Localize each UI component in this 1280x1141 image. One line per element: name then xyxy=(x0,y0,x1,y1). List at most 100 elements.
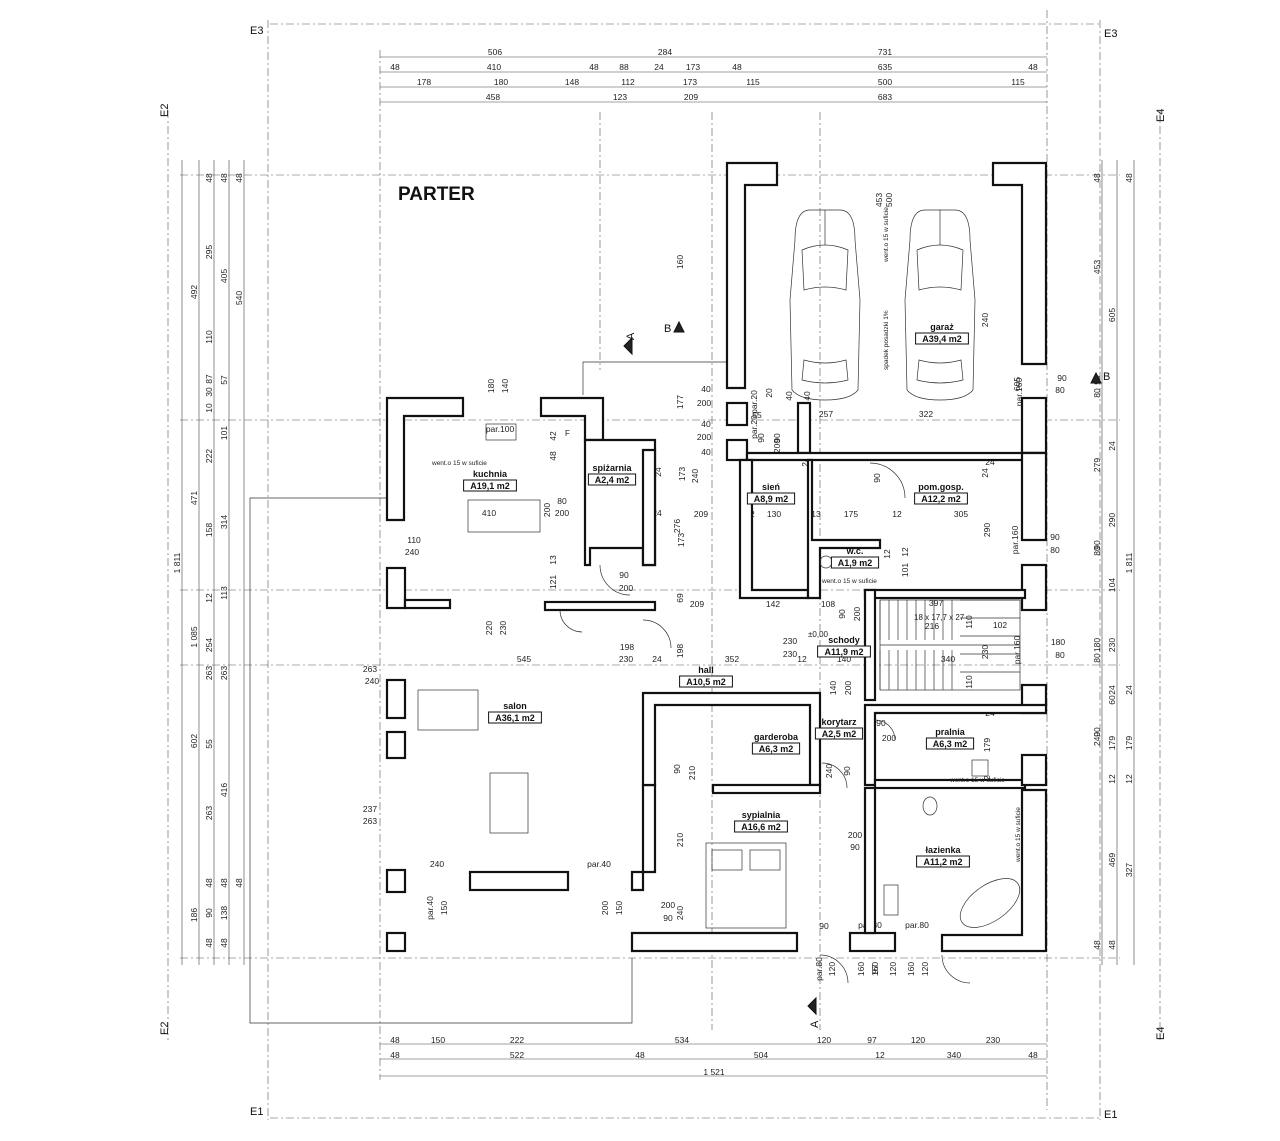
staircase xyxy=(879,599,1021,691)
dimension-label: 90 xyxy=(204,908,214,918)
dimension-label: 160 xyxy=(675,255,685,269)
dimension-label: 504 xyxy=(754,1050,768,1060)
dimension-label: 48 xyxy=(234,878,244,888)
dimension-label: 257 xyxy=(819,409,833,419)
laundry-sink-icon xyxy=(971,759,989,777)
dimension-label: 90 xyxy=(1057,373,1067,383)
salon-sofa-icon xyxy=(417,689,479,731)
axis-label-e3-left: E3 xyxy=(250,25,263,37)
axis-lines xyxy=(167,10,1161,1120)
dimension-label: 10 xyxy=(204,403,214,413)
dimension-label: 48 xyxy=(732,62,742,72)
dimension-label: 24 xyxy=(654,62,664,72)
dimension-label: 48 xyxy=(390,62,400,72)
door-swings xyxy=(559,462,971,984)
dimension-label: 458 xyxy=(486,92,500,102)
room-name: pom.gosp. xyxy=(918,482,964,492)
note-went-garage: went.o 15 w suficie xyxy=(883,207,890,263)
dimension-label: 101 xyxy=(219,426,229,440)
dimension-label: 1 085 xyxy=(189,626,199,648)
dimension-label: 209 xyxy=(694,509,708,519)
dimension-label: par.100 xyxy=(486,424,515,434)
dimension-label: 24 xyxy=(652,508,662,518)
car-left-drawing xyxy=(789,209,861,401)
wall-pillar-b xyxy=(725,438,749,462)
dimension-label: 120 xyxy=(827,962,837,976)
dimension-label: 469 xyxy=(1107,853,1117,867)
walls xyxy=(385,161,1048,953)
room-name: schody xyxy=(828,635,860,645)
dimension-label: 173 xyxy=(677,467,687,481)
note-went-bath: went.o 15 w suficie xyxy=(1015,807,1022,863)
section-b-left-arrow-icon xyxy=(673,320,685,333)
dimension-label: 48 xyxy=(1107,940,1117,950)
dimension-label: 55 xyxy=(204,739,214,749)
dimension-label: 200 xyxy=(661,900,675,910)
wall-bath-east xyxy=(940,788,1048,953)
dimension-label: 200 xyxy=(848,830,862,840)
dimension-label: 110 xyxy=(964,615,974,629)
wall-kitchen-north-west xyxy=(385,396,465,522)
plan-title: PARTER xyxy=(398,184,475,205)
entry-outline xyxy=(582,361,727,395)
dimension-label: 216 xyxy=(925,621,939,631)
axis-label-e4-top: E4 xyxy=(1155,109,1167,122)
dimension-label: 1 811 xyxy=(1124,552,1134,573)
dimension-label: 90 xyxy=(872,473,882,483)
note-f: F xyxy=(565,429,570,438)
room-name: pralnia xyxy=(935,727,966,737)
section-b-left-label: B xyxy=(664,323,671,335)
dimension-label: 48 xyxy=(589,62,599,72)
dimension-label: 120 xyxy=(817,1035,831,1045)
dimension-label: 48 xyxy=(204,878,214,888)
dimension-label: 12 xyxy=(1107,774,1117,784)
dimension-label: 12 xyxy=(797,654,807,664)
dimension-label: 327 xyxy=(1124,863,1134,877)
room-area-box xyxy=(679,675,733,688)
dimension-label: 69 xyxy=(675,593,685,603)
dimension-rails xyxy=(181,56,1135,1077)
dimension-label: 500 xyxy=(878,77,892,87)
dimension-label: 534 xyxy=(675,1035,689,1045)
room-area: A2,4 m2 xyxy=(595,475,630,485)
dimension-label: 200 xyxy=(882,733,896,743)
wall-salon-corner xyxy=(385,868,407,894)
room-name: spiżarnia xyxy=(592,463,632,473)
dimension-label: 237 xyxy=(363,804,377,814)
dimension-label: 200 xyxy=(852,607,862,621)
dimension-label: par.20 xyxy=(749,390,759,414)
section-b-right-label: B xyxy=(1103,371,1110,383)
dimension-label: 290 xyxy=(1107,513,1117,527)
dimension-label: 416 xyxy=(219,783,229,797)
room-area-box xyxy=(916,855,970,868)
section-a-bottom-label: A xyxy=(809,1020,821,1028)
room-area: A1,9 m2 xyxy=(838,558,873,568)
dimension-label: 48 xyxy=(234,173,244,183)
dimension-label: 12 xyxy=(882,549,892,559)
dimensions-right: 4845390802799080180809024048605242901042… xyxy=(1092,173,1134,950)
dimension-label: 40 xyxy=(701,384,711,394)
dimension-label: 90 xyxy=(850,842,860,852)
wall-bath-east-top xyxy=(1020,753,1048,787)
dimension-label: 295 xyxy=(204,245,214,259)
note-went-laundry: went.o 15 w suficie xyxy=(949,777,1005,784)
dimension-label: 12 xyxy=(204,593,214,603)
dimension-label: 222 xyxy=(204,449,214,463)
dimension-label: 290 xyxy=(982,523,992,537)
dimension-label: 453 xyxy=(874,193,884,207)
section-a-bottom-arrow-icon xyxy=(807,996,817,1016)
dimension-label: 87 xyxy=(204,374,214,384)
wall-garderoba xyxy=(641,691,822,787)
room-area-box xyxy=(734,820,788,833)
section-a-top-label: A xyxy=(625,332,637,340)
dimension-label: 48 xyxy=(390,1035,400,1045)
dimension-label: 635 xyxy=(878,62,892,72)
wc-toilet-icon xyxy=(819,555,833,569)
wall-pillar-c xyxy=(385,931,407,953)
dimension-label: 198 xyxy=(675,644,685,658)
dimension-label: 540 xyxy=(234,291,244,305)
room-area: A36,1 m2 xyxy=(495,713,535,723)
axis-label-e2-top: E2 xyxy=(159,104,171,117)
